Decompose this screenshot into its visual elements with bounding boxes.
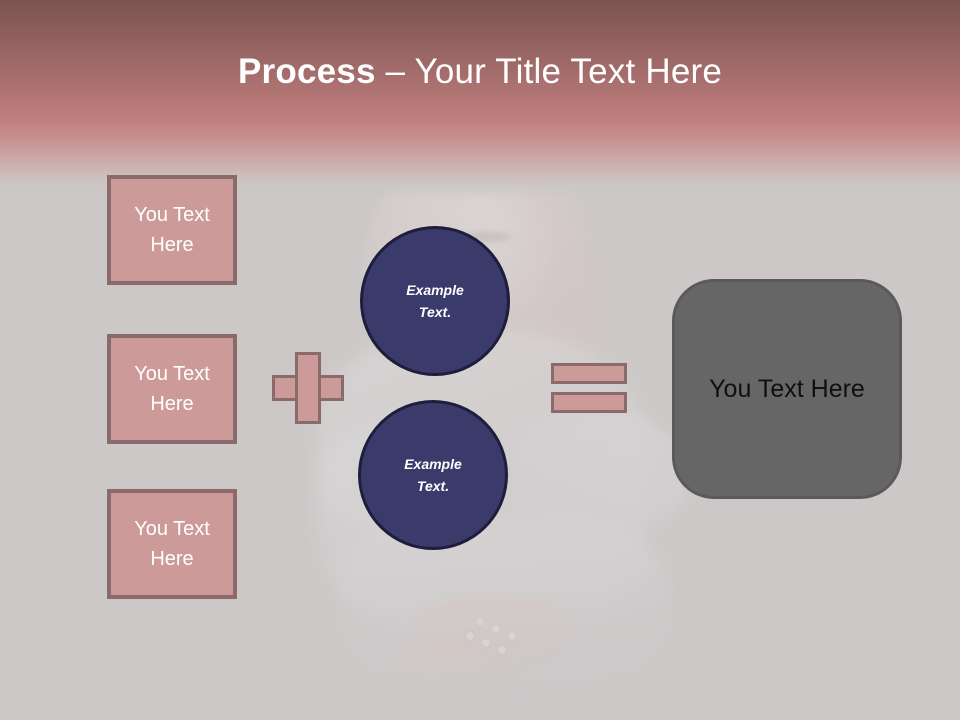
input-box-1-label: You Text Here: [134, 204, 210, 256]
title-separator: –: [375, 52, 415, 91]
input-box-3-label: You Text Here: [134, 518, 210, 570]
example-circle-2-line1: Example: [404, 456, 462, 472]
title-banner: Process – Your Title Text Here: [0, 0, 960, 200]
title-bold-part: Process: [238, 52, 376, 91]
equals-bottom-bar: [551, 392, 627, 413]
example-circle-1[interactable]: Example Text.: [360, 226, 510, 376]
example-circle-1-line2: Text.: [418, 304, 452, 320]
input-box-2[interactable]: You Text Here: [107, 334, 237, 444]
result-box-label: You Text Here: [709, 375, 865, 403]
equals-top-bar: [551, 363, 627, 384]
input-box-2-label: You Text Here: [134, 363, 210, 415]
example-circle-2-line2: Text.: [416, 478, 450, 494]
page-title: Process – Your Title Text Here: [0, 50, 960, 94]
plus-center-patch: [298, 378, 318, 398]
plus-icon: [272, 352, 344, 424]
result-box[interactable]: You Text Here: [672, 279, 902, 499]
example-circle-1-line1: Example: [406, 282, 464, 298]
equals-icon: [551, 363, 627, 413]
input-box-3[interactable]: You Text Here: [107, 489, 237, 599]
input-box-1[interactable]: You Text Here: [107, 175, 237, 285]
title-rest-part: Your Title Text Here: [414, 52, 722, 91]
example-circle-2[interactable]: Example Text.: [358, 400, 508, 550]
